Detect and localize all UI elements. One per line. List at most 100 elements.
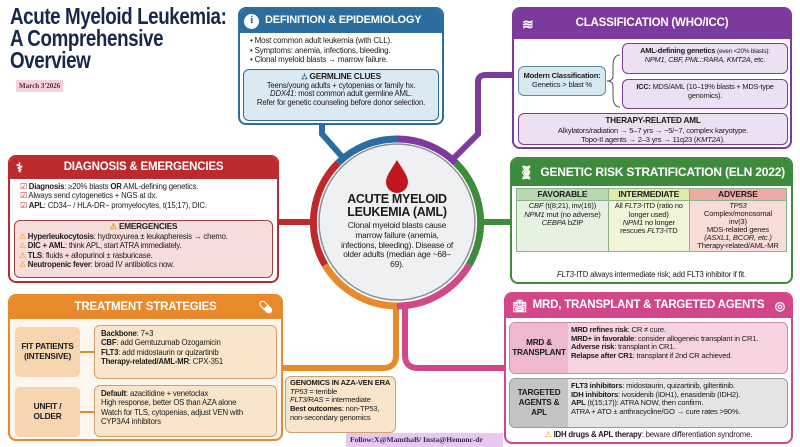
- header-text: GENETIC RISK STRATIFICATION (ELN 2022): [540, 165, 785, 180]
- title-line: A Comprehensive: [10, 24, 164, 51]
- checkbox-icon: ☑: [20, 200, 27, 210]
- connector-treatment: [282, 305, 399, 371]
- germline-title: ⛼ GERMLINE CLUES: [301, 71, 381, 81]
- modern-classification-box: Modern Classification: Genetics > blast …: [518, 66, 606, 96]
- checkbox-icon: ☑: [20, 182, 27, 191]
- treatment-line: Watch for TLS, cytopenias, adjust VEN wi…: [101, 407, 243, 427]
- treatment-header: TREATMENT STRATEGIES 💊︎: [10, 296, 281, 319]
- targeted-agents-box: TARGETED AGENTS & APL FLT3 inhibitors: m…: [509, 378, 788, 428]
- mrd-list: MRD refines risk: CR ≠ cure. MRD+ in fav…: [568, 323, 761, 373]
- ring-segment-purple: [396, 135, 459, 166]
- targeted-list: FLT3 inhibitors: midostaurin, quizartini…: [568, 379, 743, 427]
- genomics-line: Best outcomes: non-TP53, non-secondary g…: [290, 404, 380, 422]
- treatment-line: FLT3: add midostaurin or quizartinib: [101, 347, 219, 357]
- ring-segment-pink: [396, 263, 473, 310]
- header-text: TREATMENT STRATEGIES: [74, 300, 217, 313]
- mrd-line: Relapse after CR1: transplant if 2nd CR …: [571, 351, 733, 361]
- checkbox-icon: ☑: [20, 191, 27, 201]
- definition-panel: i DEFINITION & EPIDEMIOLOGY • Most commo…: [238, 7, 444, 125]
- warning-icon: ⚠: [544, 430, 552, 439]
- genomics-line: TP53 = terrible: [290, 386, 338, 396]
- connector: [80, 411, 94, 413]
- mrd-panel: 🏥︎ MRD, TRANSPLANT & TARGETED AGENTS ◎ M…: [504, 292, 793, 444]
- date-label: March 3'2026: [16, 80, 64, 93]
- emergency-item: ⚠ Hyperleukocytosis: hydroxyurea ± leuka…: [19, 231, 228, 241]
- bracket: [606, 54, 621, 108]
- fit-patients-box: Backbone: 7+3 CBF: add Gemtuzumab Ozogam…: [94, 325, 277, 379]
- title-line: Overview: [10, 46, 91, 73]
- warning-icon: ⚠: [109, 222, 117, 231]
- column-header: ADVERSE: [688, 187, 788, 202]
- center-title-line: ACUTE MYELOID: [347, 192, 447, 206]
- mrd-line: Adverse risk: transplant in CR1.: [571, 342, 676, 352]
- hospital-icon: 🏥︎: [512, 298, 528, 313]
- unfit-older-box: Default: azacitidine + venetoclax High r…: [94, 385, 277, 437]
- genetic-footer: FLT3-ITD always intermediate risk; add F…: [556, 269, 746, 279]
- treatment-line: Backbone: 7+3: [101, 329, 154, 338]
- diagnosis-panel: ⚕ DIAGNOSIS & EMERGENCIES ☑ Diagnosis: ≥…: [8, 155, 279, 283]
- dna-icon: 🧬︎: [518, 164, 535, 180]
- fit-patients-label: FIT PATIENTS (INTENSIVE): [15, 327, 80, 377]
- emergency-item: ⚠ Neutropenic fever: broad IV antibiotic…: [19, 259, 175, 269]
- treatment-line: Default: azacitidine + venetoclax: [101, 389, 209, 398]
- classification-panel: ≋ CLASSIFICATION (WHO/ICC) Modern Classi…: [512, 7, 792, 149]
- mrd-transplant-box: MRD & TRANSPLANT MRD refines risk: CR ≠ …: [509, 322, 788, 374]
- center-ring: [309, 135, 485, 310]
- targeted-line: IDH inhibitors: ivosidenib (IDH1), enasi…: [571, 389, 741, 399]
- title-line: Acute Myeloid Leukemia:: [10, 3, 227, 29]
- stethoscope-icon: ⚕: [16, 160, 23, 176]
- info-icon: i: [244, 13, 259, 29]
- definition-bullets: • Most common adult leukemia (with CLL).…: [240, 33, 442, 65]
- warning-icon: ⚠: [19, 250, 26, 260]
- therapy-line: Topo-II agents → 2–3 yrs → 11q23 (KMT2A)…: [581, 134, 725, 144]
- checklist-item: ☑ APL: CD34− / HLA-DR− promyelocytes, t(…: [20, 200, 207, 210]
- aml-defining-title: AML-defining genetics (even <20% blasts)…: [640, 46, 770, 55]
- connector-definition: [319, 124, 348, 162]
- targeted-line: FLT3 inhibitors: midostaurin, quizartini…: [571, 381, 735, 390]
- ring-segment-red: [309, 160, 341, 267]
- emergency-item: ⚠ TLS: fluids + allopurinol ± rasburicas…: [19, 250, 153, 260]
- definition-header: i DEFINITION & EPIDEMIOLOGY: [240, 9, 442, 33]
- warning-icon: ⚠: [19, 259, 26, 269]
- treatment-line: CBF: add Gemtuzumab Ozogamicin: [101, 338, 221, 348]
- target-icon: ◎: [774, 298, 785, 313]
- intermediate-cell: All FLT3-ITD (ratio no longer used) NPM1…: [607, 200, 690, 253]
- blood-drop-icon: [386, 160, 408, 193]
- emergencies-title: ⚠ EMERGENCIES: [109, 222, 178, 231]
- genomics-line: FLT3/RAS = intermediate: [290, 395, 371, 405]
- germline-line: Refer for genetic counseling before dono…: [256, 98, 426, 108]
- diagnosis-list: ☑ Diagnosis: ≥20% blasts OR AML-defining…: [10, 179, 277, 210]
- header-text: CLASSIFICATION (WHO/ICC): [575, 17, 729, 30]
- ring-segment-green: [453, 160, 485, 267]
- germline-clues-box: ⛼ GERMLINE CLUES Teens/young adults + cy…: [243, 69, 439, 121]
- treatment-line: Therapy-related/AML-MR: CPX-351: [101, 357, 224, 367]
- footer-credit: Follow:X@MamthaB/ Insta@Hemonc-dr: [346, 433, 503, 447]
- targeted-agents-label: TARGETED AGENTS & APL: [510, 379, 568, 427]
- classification-header: ≋ CLASSIFICATION (WHO/ICC): [514, 9, 790, 39]
- unfit-older-label: UNFIT / OLDER: [15, 387, 80, 437]
- center-title-line: LEUKEMIA (AML): [347, 205, 447, 220]
- column-header: INTERMEDIATE: [607, 187, 690, 202]
- header-text: DEFINITION & EPIDEMIOLOGY: [265, 14, 422, 27]
- center-circle: [318, 143, 476, 301]
- warning-icon: ⚠: [19, 241, 26, 251]
- risk-table-wrap: FAVORABLE INTERMEDIATE ADVERSE CBF (t(8;…: [512, 186, 791, 253]
- bullet: • Symptoms: anemia, infections, bleeding…: [250, 45, 391, 55]
- column-header: FAVORABLE: [516, 187, 609, 202]
- emergencies-box: ⚠ EMERGENCIES ⚠ Hyperleukocytosis: hydro…: [14, 220, 273, 278]
- modern-text: Genetics > blast %: [532, 80, 592, 90]
- checklist-item: ☑ Diagnosis: ≥20% blasts OR AML-defining…: [20, 182, 199, 191]
- page-title: Acute Myeloid Leukemia: A Comprehensive …: [10, 3, 227, 73]
- ring-segment-blue: [335, 135, 398, 166]
- germline-line: Teens/young adults + cytopenias or famil…: [266, 80, 416, 90]
- pill-icon: 💊︎: [257, 300, 273, 315]
- treatment-line: High response, better OS than AZA alone: [101, 398, 237, 408]
- treatment-panel: TREATMENT STRATEGIES 💊︎ FIT PATIENTS (IN…: [8, 294, 283, 441]
- adverse-cell: TP53 Complex/monosomal inv(3) MDS-relate…: [688, 200, 788, 253]
- checklist-item: ☑ Always send cytogenetics + NGS at dx.: [20, 191, 158, 201]
- mrd-header: 🏥︎ MRD, TRANSPLANT & TARGETED AGENTS ◎: [506, 294, 791, 318]
- genomics-title: GENOMICS IN AZA-VEN ERA: [290, 378, 391, 387]
- mrd-line: MRD refines risk: CR ≠ cure.: [571, 325, 666, 334]
